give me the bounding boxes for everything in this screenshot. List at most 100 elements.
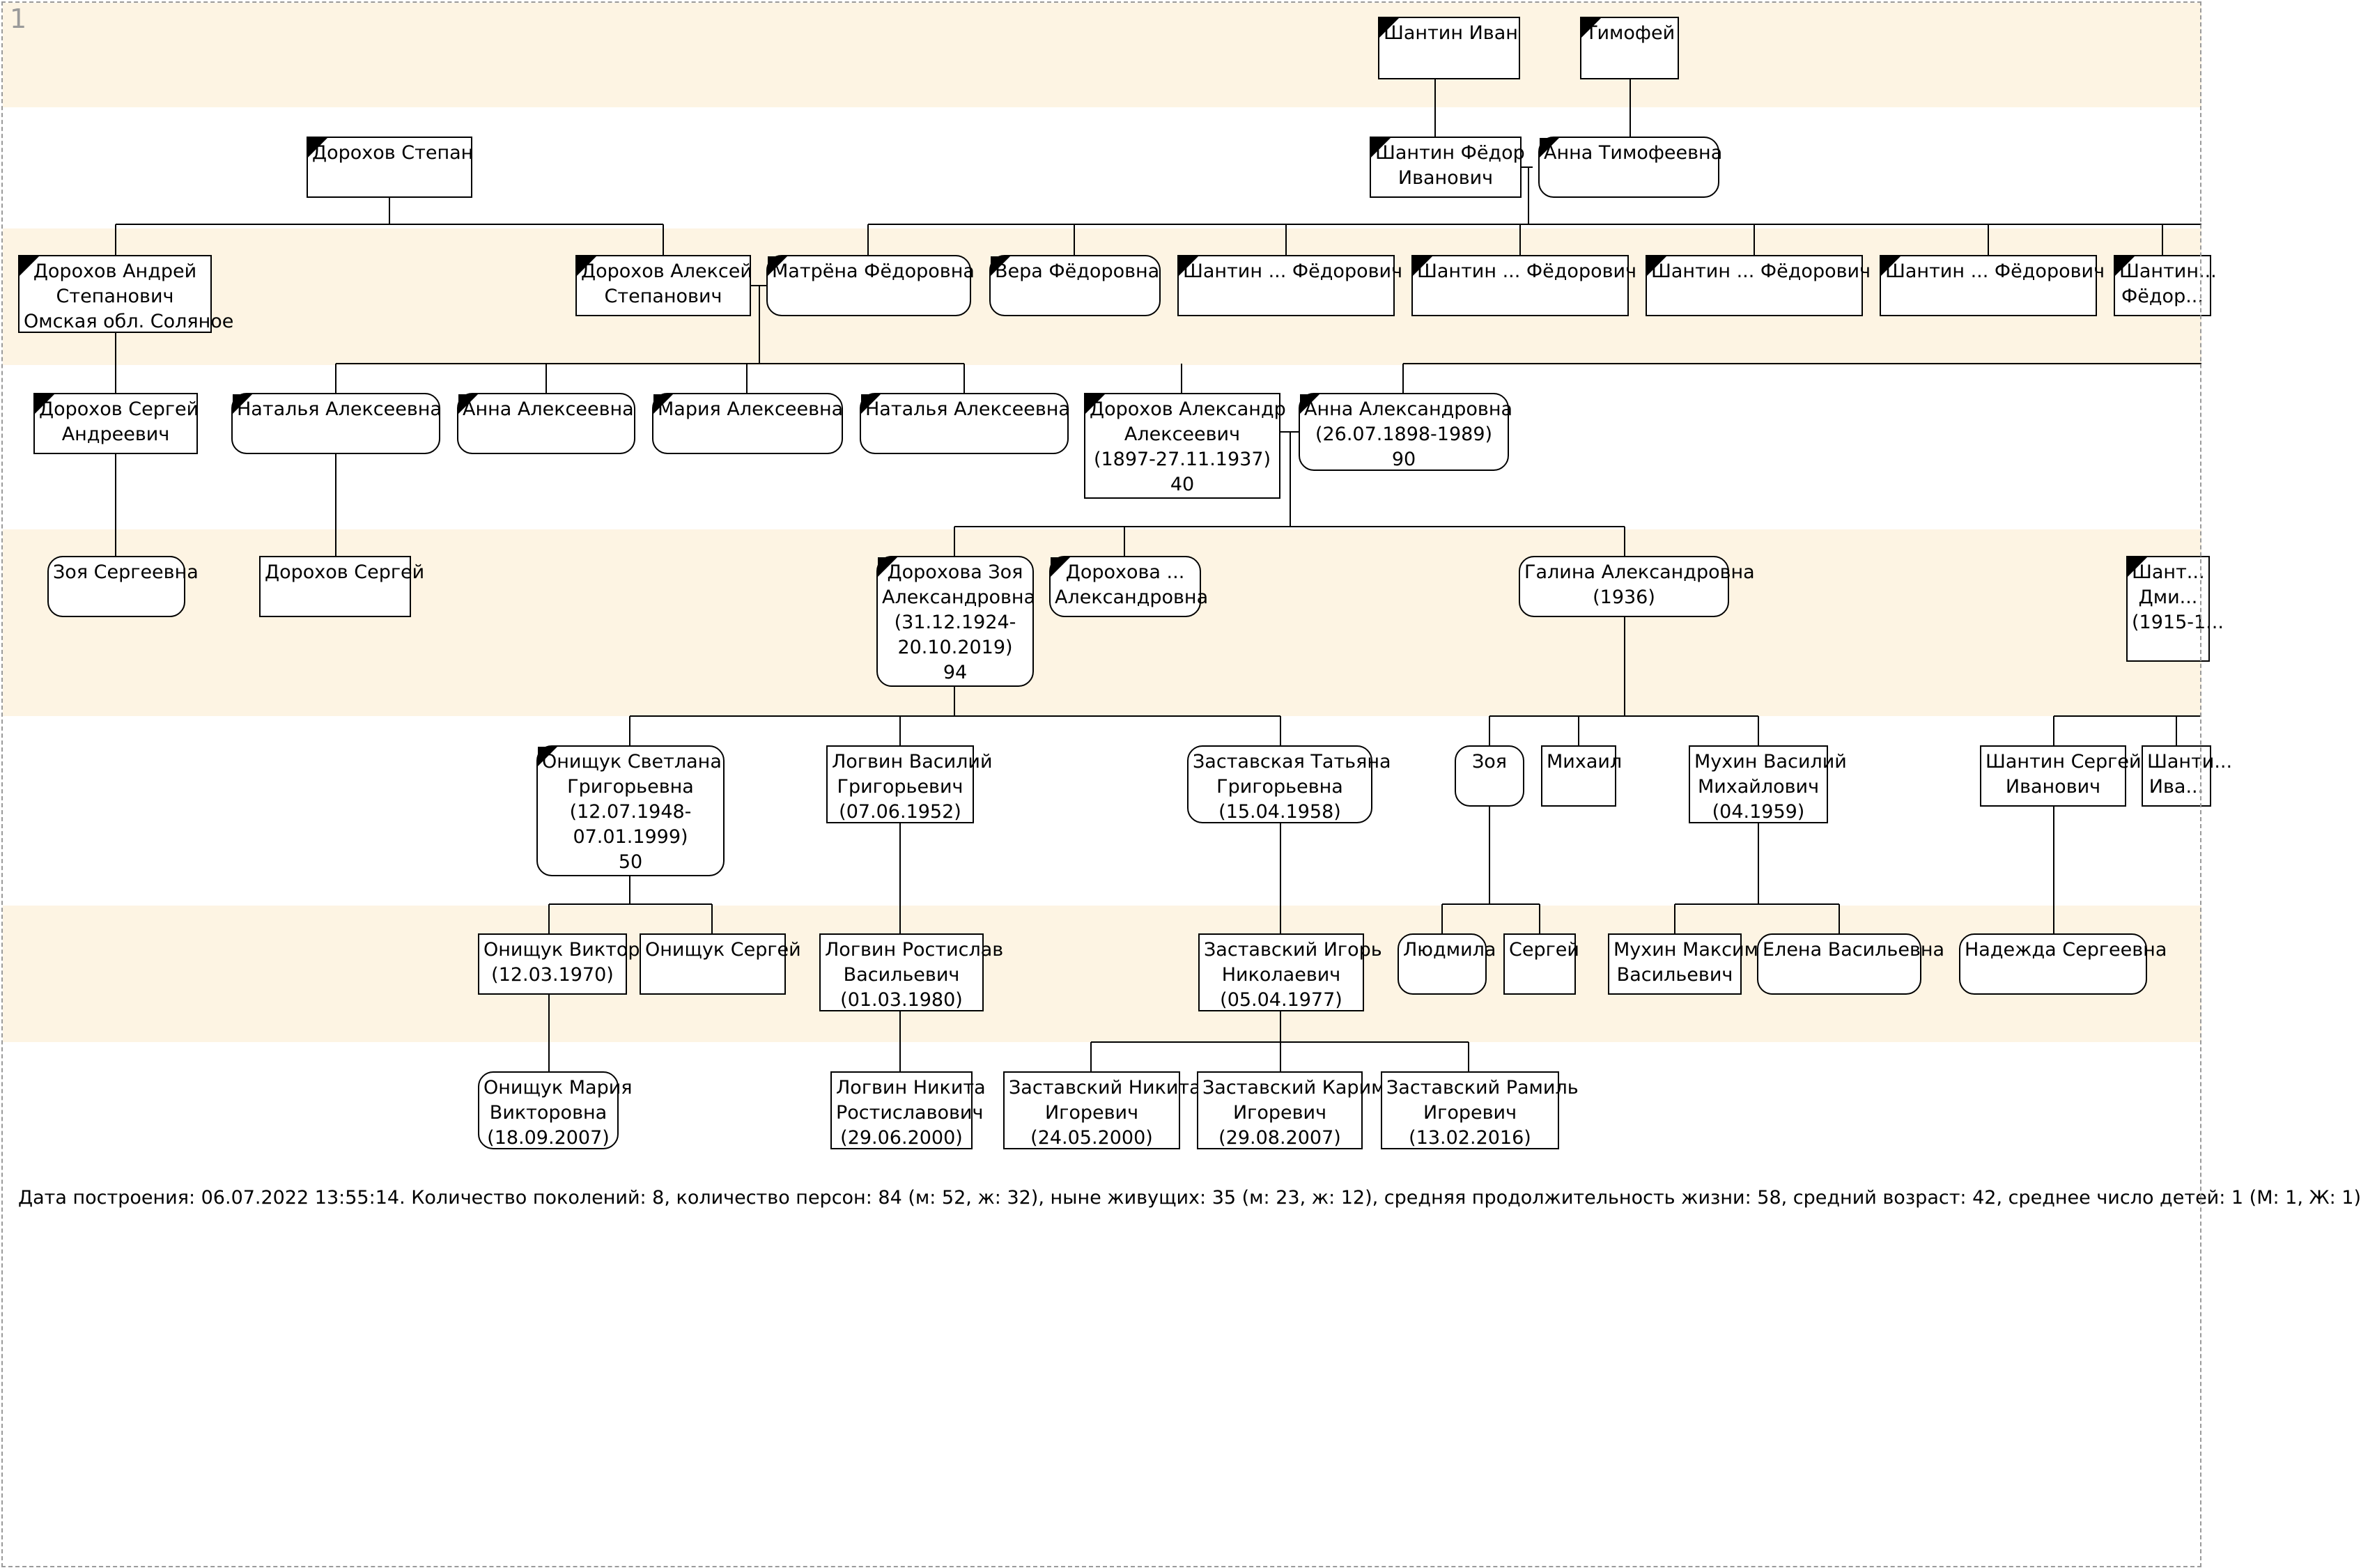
person-box[interactable]: Шантин...Фёдор... (2114, 255, 2217, 316)
person-text-line: Игоревич (1044, 1102, 1139, 1124)
person-text-line: (04.1959) (1712, 801, 1805, 823)
person-box[interactable]: Зоя Сергеевна (47, 556, 199, 617)
person-text-line: (07.06.1952) (839, 801, 961, 823)
person-box[interactable]: Шантин Иван (1378, 17, 1520, 79)
person-text-line: Шантин Фёдор (1375, 142, 1525, 164)
person-box[interactable]: Тимофей (1580, 17, 1679, 79)
person-text-line: Васильевич (1616, 964, 1733, 986)
person-text-line: Зоя Сергеевна (53, 561, 199, 583)
person-text-line: Шанти... (2147, 751, 2233, 773)
person-text-line: (1897-27.11.1937) (1093, 449, 1271, 470)
person-text-line: Шантин ... Фёдорович (1885, 261, 2105, 282)
person-box[interactable]: Шантин ... Фёдорович (1411, 255, 1636, 316)
person-text-line: Александровна (1055, 587, 1209, 608)
person-box[interactable]: Дорохов Сергей (259, 556, 424, 617)
person-text-line: Заставский Игорь (1204, 939, 1382, 961)
person-box[interactable]: Онищук Сергей (640, 933, 801, 995)
person-text-line: Анна Тимофеевна (1544, 142, 1723, 164)
person-text-line: Шантин ... Фёдорович (1183, 261, 1403, 282)
deceased-marker-icon (861, 394, 881, 414)
deceased-marker-icon (1647, 256, 1666, 276)
person-box[interactable]: Мария Алексеевна (652, 393, 843, 454)
person-text-line: Дорохов Сергей (39, 398, 199, 420)
person-text-line: Омская обл. Соляное (24, 311, 234, 332)
person-text-line: Иванович (2005, 776, 2101, 798)
person-text-line: Григорьевна (567, 776, 694, 798)
person-text-line: Заставская Татьяна (1193, 751, 1391, 773)
person-text-line: Александровна (882, 587, 1036, 608)
person-text-line: Онищук Сергей (645, 939, 801, 961)
person-text-line: (29.06.2000) (840, 1127, 963, 1149)
person-text-line: Шантин Сергей (1985, 751, 2142, 773)
deceased-marker-icon (538, 747, 557, 766)
person-text-line: Дорохов Степан (312, 142, 474, 164)
person-box[interactable]: Сергей (1503, 933, 1579, 995)
person-box[interactable]: Елена Васильевна (1757, 933, 1944, 995)
person-text-line: 90 (1391, 449, 1416, 470)
person-text-line: Андреевич (61, 424, 170, 445)
person-box[interactable]: Анна Александровна(26.07.1898-1989)90 (1299, 393, 1513, 471)
person-box[interactable]: Дорохова ...Александровна (1049, 556, 1209, 617)
person-text-line: Дми... (2138, 587, 2198, 608)
person-box[interactable]: Шантин ... Фёдорович (1177, 255, 1403, 316)
deceased-marker-icon (1179, 256, 1198, 276)
person-text-line: (29.08.2007) (1218, 1127, 1341, 1149)
person-box[interactable]: Анна Тимофеевна (1538, 137, 1723, 198)
deceased-marker-icon (991, 256, 1010, 276)
person-box[interactable]: Шантин ... Фёдорович (1646, 255, 1871, 316)
person-box[interactable]: Зоя (1455, 745, 1524, 807)
person-box[interactable]: Шанти...Ива... (2142, 745, 2233, 807)
person-text-line: Людмила (1403, 939, 1496, 961)
deceased-marker-icon (1051, 557, 1070, 577)
person-text-line: Надежда Сергеевна (1965, 939, 2167, 961)
person-box[interactable]: Шант...Дми...(1915-1... (2126, 556, 2224, 662)
person-text-line: Наталья Алексеевна (237, 398, 442, 420)
person-box[interactable]: Людмила (1398, 933, 1496, 995)
person-box[interactable]: Дорохов Степан (307, 137, 474, 198)
page-number: 1 (10, 3, 27, 34)
deceased-marker-icon (20, 256, 39, 276)
person-text-line: (15.04.1958) (1218, 801, 1341, 823)
person-text-line: Дорохов Андрей (33, 261, 197, 282)
person-text-line: Степанович (604, 286, 722, 307)
person-box[interactable]: Вера Фёдоровна (989, 255, 1161, 316)
person-box[interactable]: Анна Алексеевна (457, 393, 635, 454)
person-box[interactable]: Михаил (1541, 745, 1622, 807)
person-box[interactable]: Надежда Сергеевна (1959, 933, 2167, 995)
person-box[interactable]: Наталья Алексеевна (860, 393, 1070, 454)
generation-band (3, 3, 2201, 107)
person-text-line: Заставский Карим (1202, 1077, 1386, 1099)
person-box[interactable]: Галина Александровна(1936) (1519, 556, 1755, 617)
person-text-line: Зоя (1471, 751, 1508, 773)
person-box[interactable]: Онищук Виктор(12.03.1970) (478, 933, 640, 995)
person-text-line: Иванович (1398, 167, 1494, 189)
deceased-marker-icon (1379, 18, 1399, 38)
person-text-line: Викторовна (489, 1102, 607, 1124)
person-box[interactable]: Матрёна Фёдоровна (766, 255, 975, 316)
deceased-marker-icon (1300, 394, 1319, 414)
person-box[interactable]: Наталья Алексеевна (231, 393, 442, 454)
person-text-line: 40 (1170, 474, 1195, 495)
person-text-line: Онищук Виктор (483, 939, 640, 961)
person-text-line: Анна Александровна (1304, 398, 1513, 420)
person-box[interactable]: Шантин ... Фёдорович (1880, 255, 2105, 316)
